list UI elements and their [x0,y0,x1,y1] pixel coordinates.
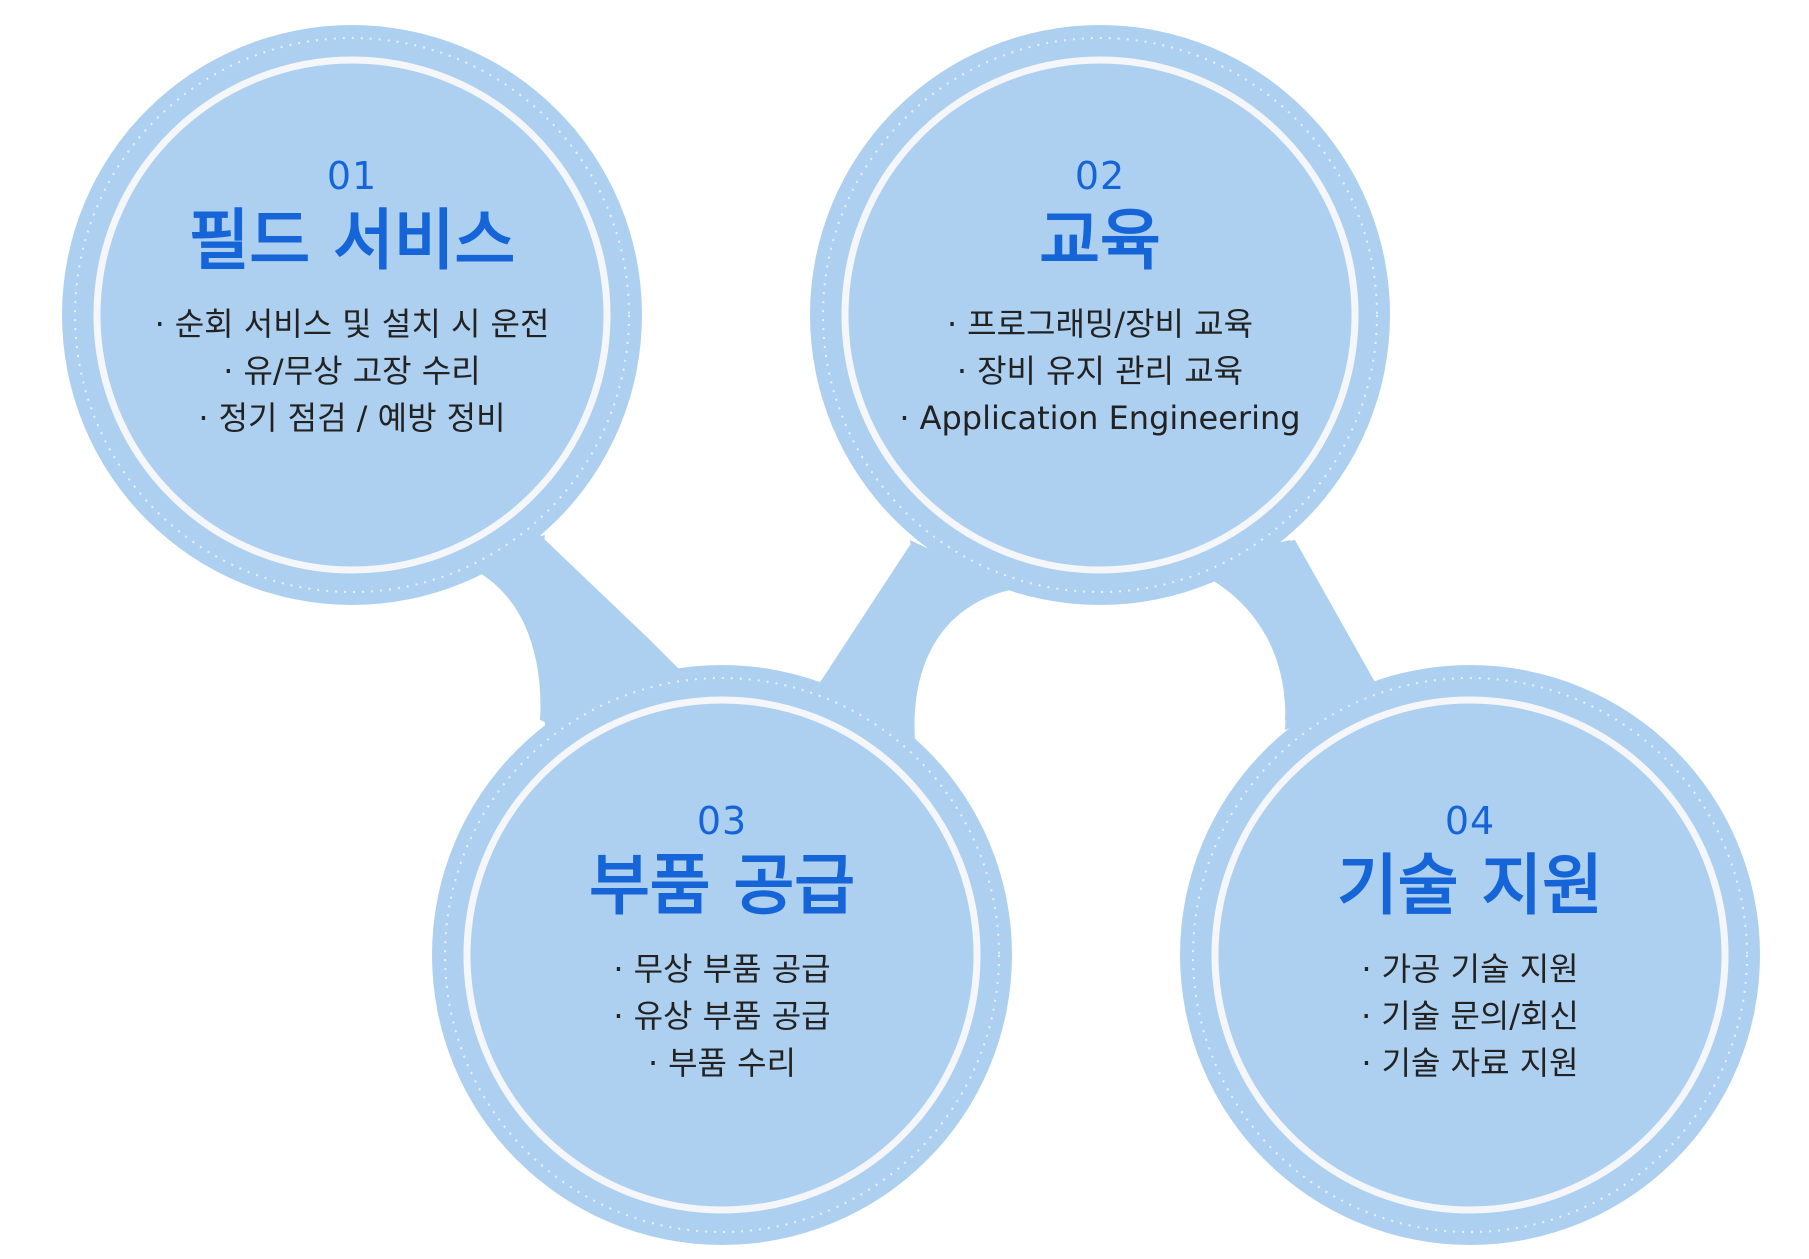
list-item: ·가공 기술 지원 [1210,946,1730,993]
circle-03 [432,665,1012,1245]
bullet-dot: · [223,352,234,390]
list-item-text: Application Engineering [919,399,1301,437]
connector-necks [450,535,1390,745]
list-item-text: 유/무상 고장 수리 [243,352,481,390]
circle-02-dotted-ring [822,37,1378,593]
list-item-text: 프로그래밍/장비 교육 [967,305,1254,343]
list-item-text: 가공 기술 지원 [1381,950,1579,988]
bullet-dot: · [946,305,958,343]
circle-02-number: 02 [1074,154,1126,198]
list-item-text: 부품 수리 [668,1044,797,1082]
bullet-dot: · [1361,997,1372,1035]
circle-01-title: 필드 서비스 [188,202,516,279]
circle-01-number: 01 [326,154,378,198]
circle-04-content: 04 기술 지원 ·가공 기술 지원 ·기술 문의/회신 ·기술 자료 지원 [1210,798,1730,1087]
circle-02-list: ·프로그래밍/장비 교육 ·장비 유지 관리 교육 ·Application E… [840,301,1360,442]
bullet-dot: · [154,305,165,343]
list-item: ·기술 자료 지원 [1210,1040,1730,1087]
list-item-text: 기술 문의/회신 [1381,997,1579,1035]
circle-02-title: 교육 [1039,202,1161,279]
circle-04-list: ·가공 기술 지원 ·기술 문의/회신 ·기술 자료 지원 [1210,946,1730,1087]
circle-04 [1180,665,1760,1245]
bullet-dot: · [198,399,209,437]
circle-02 [810,25,1390,605]
bullet-dot: · [613,950,624,988]
bullet-dot: · [899,399,910,437]
neck-03-02 [810,540,1005,745]
list-item-text: 무상 부품 공급 [633,950,831,988]
circle-02-content: 02 교육 ·프로그래밍/장비 교육 ·장비 유지 관리 교육 ·Applica… [840,153,1360,442]
circle-01 [62,25,642,605]
list-item: ·프로그래밍/장비 교육 [840,301,1360,348]
list-item-text: 순회 서비스 및 설치 시 운전 [174,305,550,343]
list-item: ·무상 부품 공급 [462,946,982,993]
list-item-text: 장비 유지 관리 교육 [977,352,1244,390]
neck-02-04 [1180,540,1390,730]
circle-03-content: 03 부품 공급 ·무상 부품 공급 ·유상 부품 공급 ·부품 수리 [462,798,982,1087]
list-item: ·유상 부품 공급 [462,993,982,1040]
bullet-dot: · [956,352,968,390]
circle-03-title: 부품 공급 [589,847,855,924]
list-item: ·기술 문의/회신 [1210,993,1730,1040]
bullet-dot: · [1361,1044,1372,1082]
circle-04-title: 기술 지원 [1337,847,1603,924]
circle-04-dotted-ring [1192,677,1748,1233]
bullet-dot: · [613,997,624,1035]
circle-01-list: ·순회 서비스 및 설치 시 운전 ·유/무상 고장 수리 ·정기 점검 / 예… [92,301,612,442]
circle-03-number: 03 [696,799,748,843]
list-item-text: 정기 점검 / 예방 정비 [218,399,506,437]
neck-01-03 [450,535,640,730]
list-item: ·장비 유지 관리 교육 [840,348,1360,395]
list-item: ·정기 점검 / 예방 정비 [92,395,612,442]
bullet-dot: · [647,1044,659,1082]
circle-04-number: 04 [1444,799,1496,843]
bullet-dot: · [1361,950,1372,988]
circle-03-list: ·무상 부품 공급 ·유상 부품 공급 ·부품 수리 [462,946,982,1087]
list-item: ·순회 서비스 및 설치 시 운전 [92,301,612,348]
circle-04-white-ring [1211,696,1729,1214]
circle-02-white-ring [841,56,1359,574]
circle-01-content: 01 필드 서비스 ·순회 서비스 및 설치 시 운전 ·유/무상 고장 수리 … [92,153,612,442]
circle-03-white-ring [463,696,981,1214]
list-item-text: 기술 자료 지원 [1381,1044,1579,1082]
list-item: ·Application Engineering [840,395,1360,442]
list-item-text: 유상 부품 공급 [633,997,831,1035]
circle-03-dotted-ring [444,677,1000,1233]
circle-01-dotted-ring [74,37,630,593]
list-item: ·부품 수리 [462,1040,982,1087]
list-item: ·유/무상 고장 수리 [92,348,612,395]
circle-01-white-ring [93,56,611,574]
